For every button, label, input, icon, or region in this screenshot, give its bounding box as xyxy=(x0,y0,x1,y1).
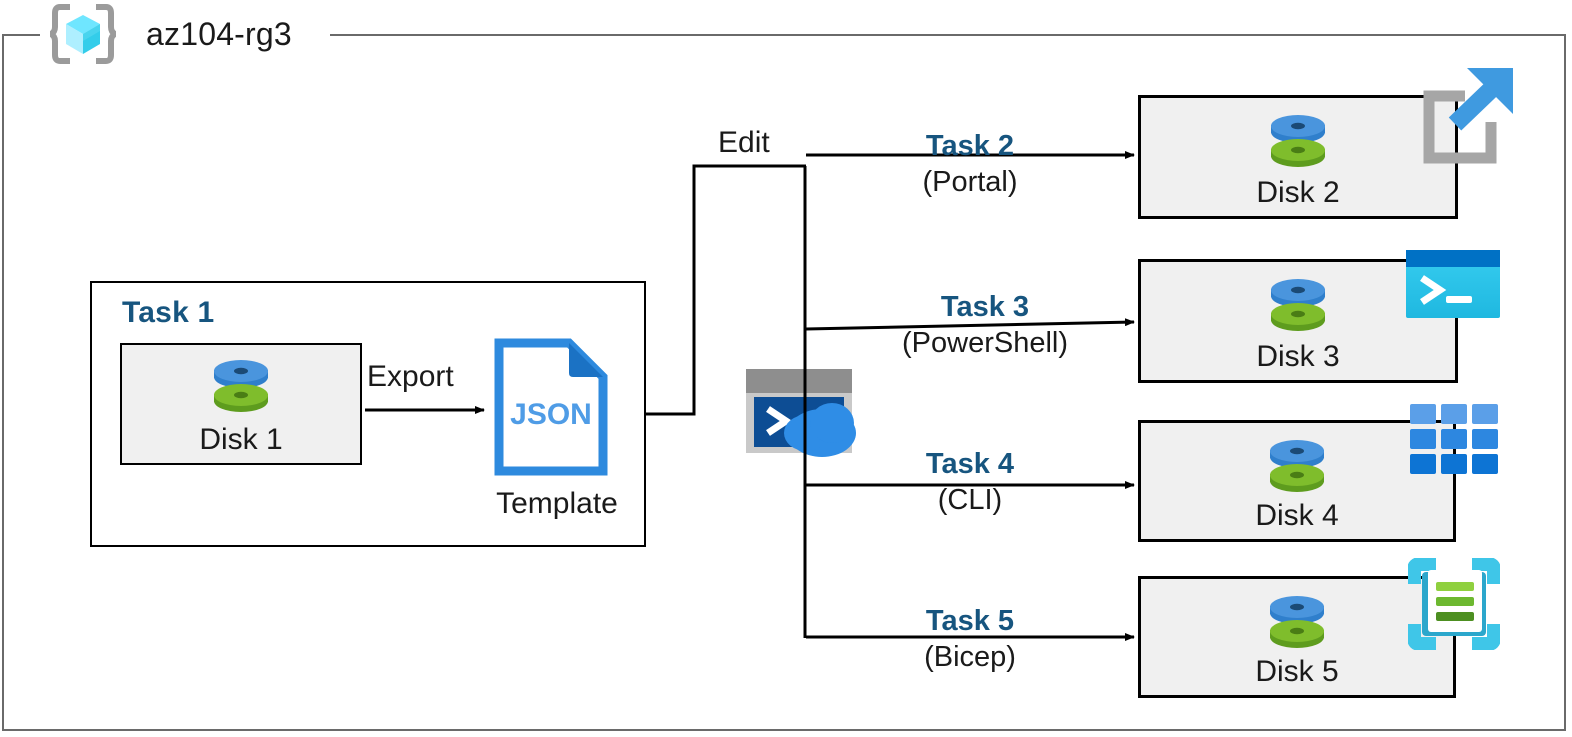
task2-title: Task 2 xyxy=(925,130,1015,162)
task3-title: Task 3 xyxy=(940,291,1030,323)
managed-disk-icon xyxy=(1265,108,1331,174)
task4-method: (CLI) xyxy=(937,484,1003,516)
bicep-file-icon xyxy=(1407,557,1501,651)
task2-method: (Portal) xyxy=(922,166,1018,198)
task4-title: Task 4 xyxy=(925,448,1015,480)
task5-title: Task 5 xyxy=(925,605,1015,637)
json-badge-text: JSON xyxy=(510,398,592,431)
template-label: Template xyxy=(496,487,618,520)
disk3-label: Disk 3 xyxy=(1256,340,1340,373)
resource-group-cube-icon xyxy=(44,3,122,65)
cloud-shell-icon xyxy=(744,367,864,457)
disk3-box: Disk 3 xyxy=(1138,259,1458,383)
disk5-box: Disk 5 xyxy=(1138,576,1456,698)
resource-group-name: az104-rg3 xyxy=(146,16,292,52)
json-file-icon: JSON xyxy=(491,337,611,477)
task5-method: (Bicep) xyxy=(924,641,1016,673)
disk2-label: Disk 2 xyxy=(1256,176,1340,209)
edit-label: Edit xyxy=(718,126,770,159)
managed-disk-icon xyxy=(208,353,274,419)
disk1-label: Disk 1 xyxy=(199,423,283,456)
disk1-box: Disk 1 xyxy=(120,343,362,465)
task1-title: Task 1 xyxy=(122,296,215,329)
managed-disk-icon xyxy=(1264,589,1330,655)
powershell-icon xyxy=(1406,250,1500,318)
task4-label: Task 4 (CLI) xyxy=(855,447,1085,519)
azure-cli-grid-icon xyxy=(1410,404,1498,474)
managed-disk-icon xyxy=(1265,272,1331,338)
disk4-label: Disk 4 xyxy=(1255,499,1339,532)
resource-group-frame xyxy=(2,34,1566,731)
task5-label: Task 5 (Bicep) xyxy=(855,604,1085,676)
task3-method: (PowerShell) xyxy=(902,327,1068,359)
azure-portal-icon xyxy=(1409,62,1517,170)
disk4-box: Disk 4 xyxy=(1138,420,1456,542)
disk5-label: Disk 5 xyxy=(1255,655,1339,688)
task3-label: Task 3 (PowerShell) xyxy=(855,290,1115,362)
task2-label: Task 2 (Portal) xyxy=(855,129,1085,201)
disk2-box: Disk 2 xyxy=(1138,95,1458,219)
export-label: Export xyxy=(367,360,454,393)
managed-disk-icon xyxy=(1264,433,1330,499)
